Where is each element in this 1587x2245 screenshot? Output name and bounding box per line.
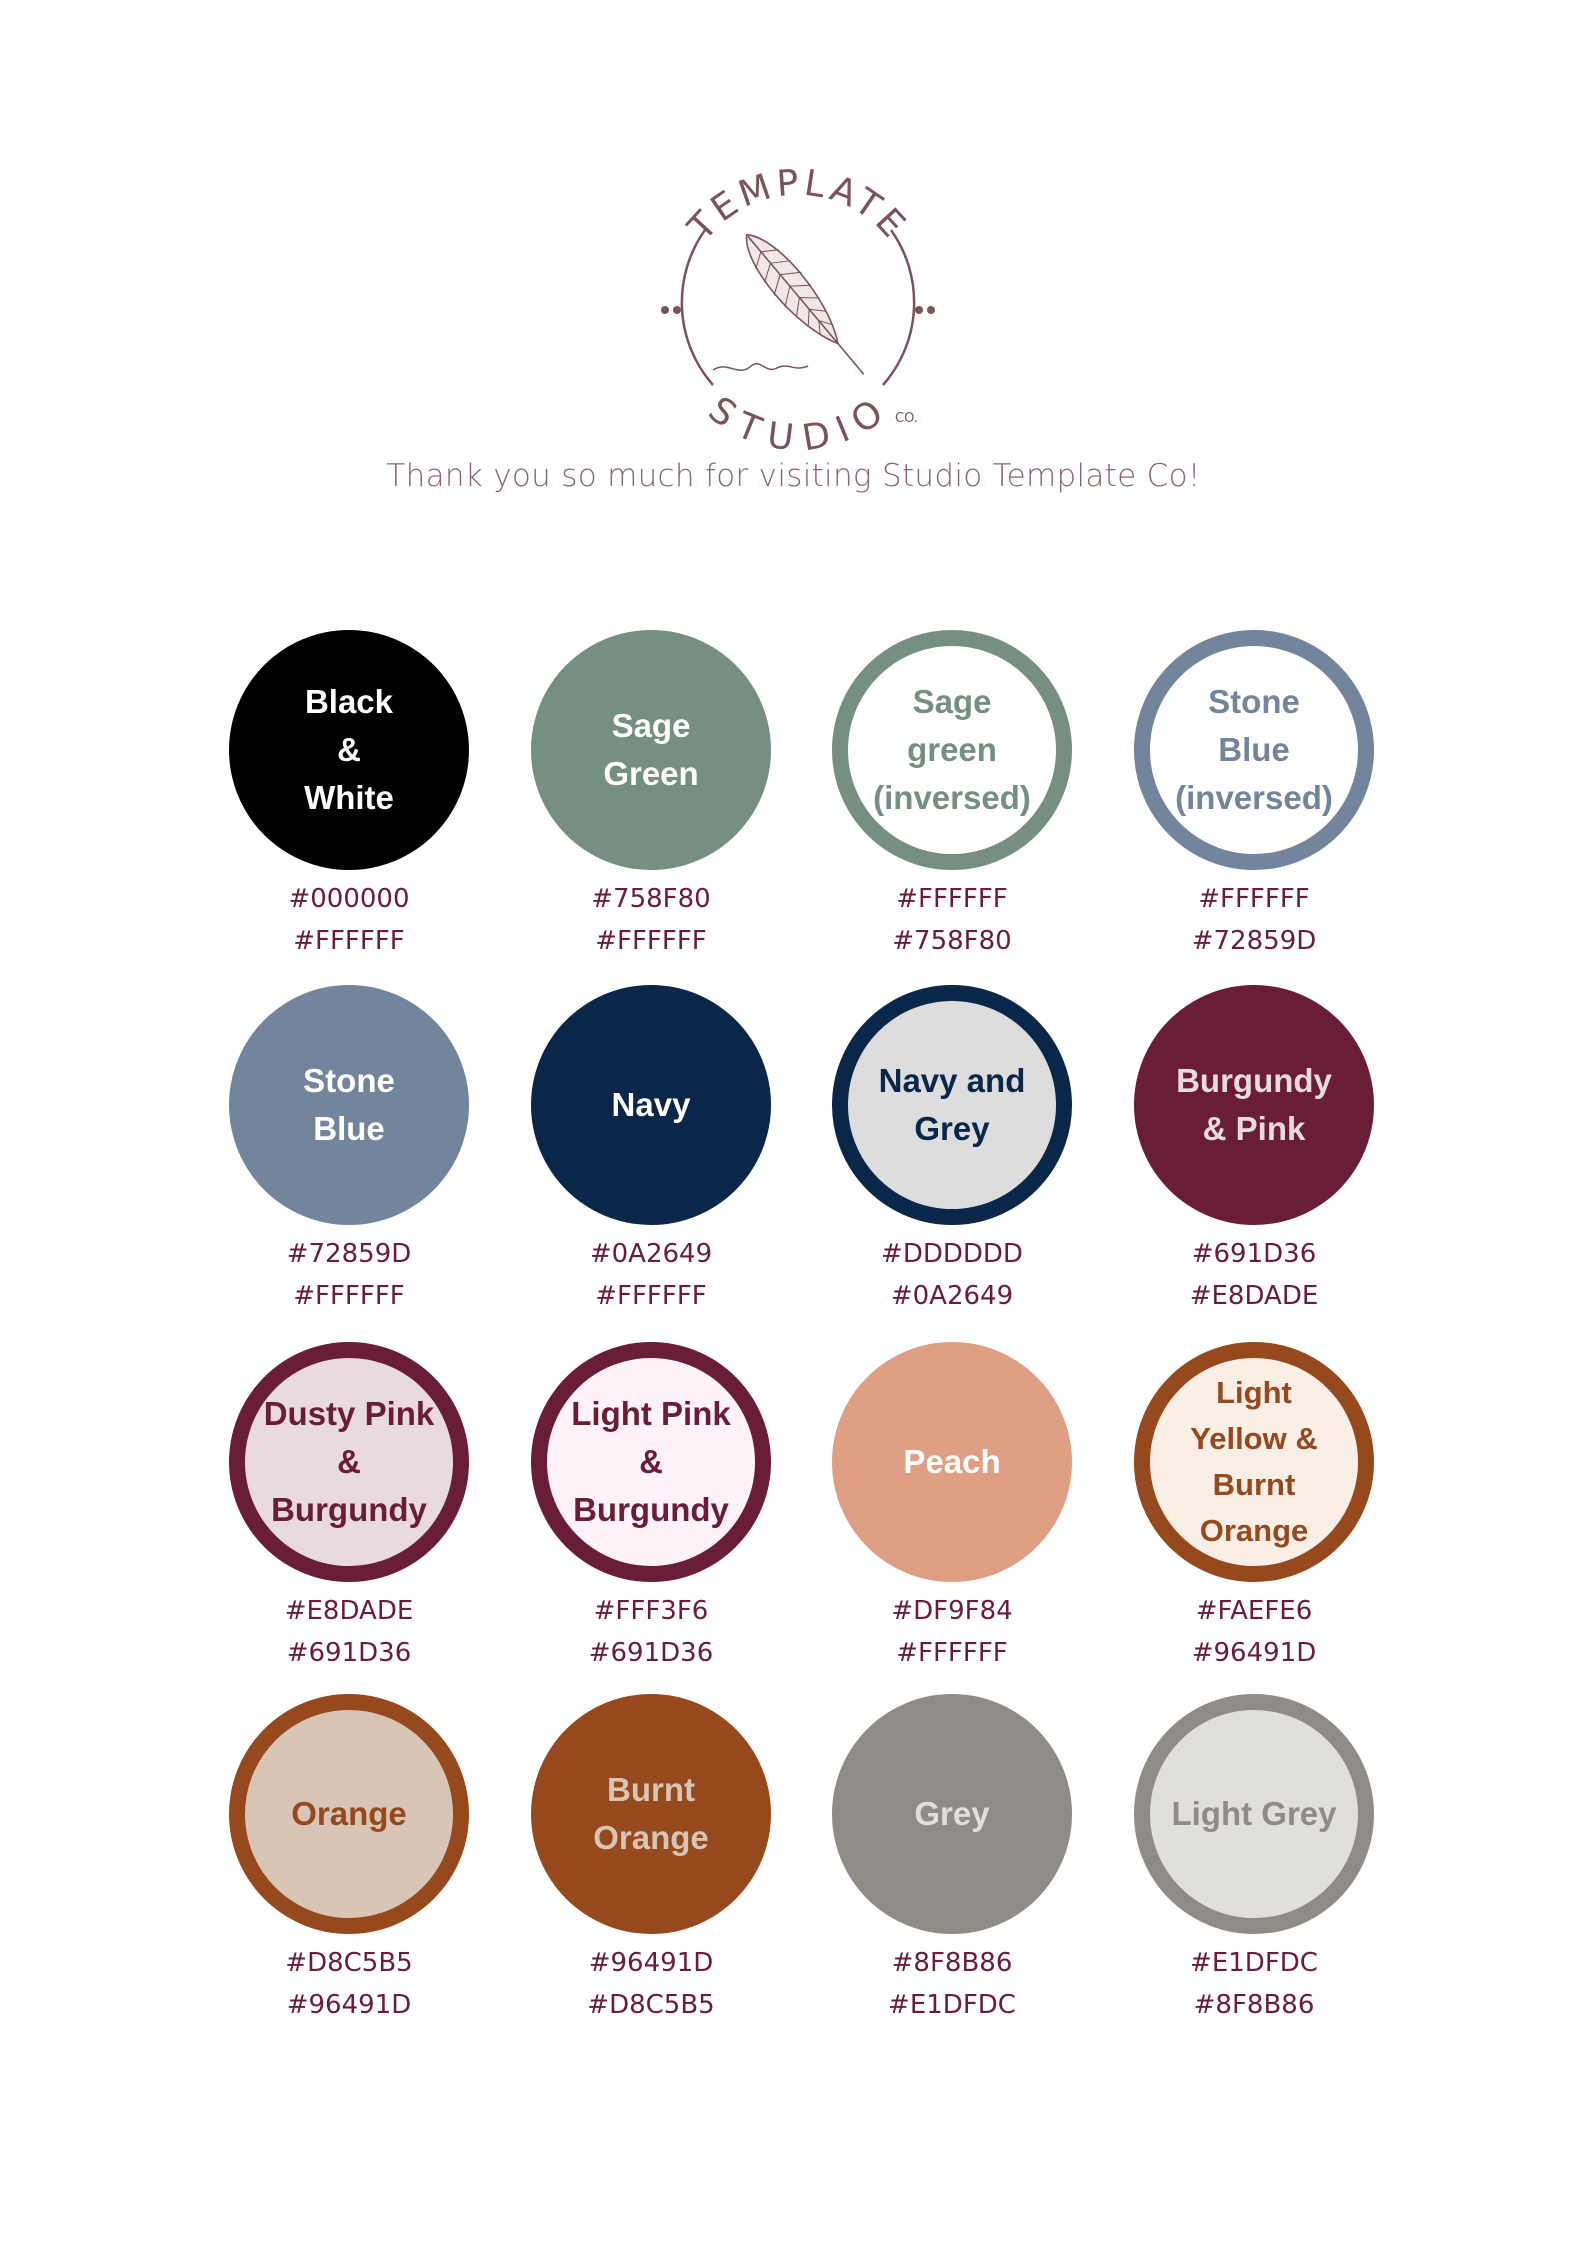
primary-hex-code: #D8C5B5: [285, 1948, 413, 1978]
primary-hex-code: #E1DFDC: [1190, 1948, 1318, 1978]
swatch-circle: Stone Blue: [229, 985, 469, 1225]
swatch-label: Stone Blue (inversed): [1175, 683, 1333, 816]
primary-hex-code: #FAEFE6: [1195, 1596, 1313, 1626]
secondary-hex-code: #FFFFFF: [896, 1638, 1008, 1668]
feather-quill-icon: [745, 234, 865, 375]
primary-hex-code: #96491D: [588, 1948, 714, 1978]
swatch-circle: Navy and Grey: [832, 985, 1072, 1225]
secondary-hex-code: #D8C5B5: [587, 1990, 715, 2020]
secondary-hex-code: #FFFFFF: [595, 926, 707, 956]
logo-ring-right: [882, 229, 916, 386]
secondary-hex-code: #FFFFFF: [595, 1281, 707, 1311]
primary-hex-code: #72859D: [286, 1239, 412, 1269]
color-swatch: Navy and Grey #DDDDDD #0A2649: [832, 985, 1072, 1315]
swatch-label: Peach: [903, 1443, 1001, 1480]
swatch-circle: Light Pink & Burgundy: [531, 1342, 771, 1582]
swatch-label: Black & White: [304, 683, 394, 816]
secondary-hex-code: #FFFFFF: [293, 926, 405, 956]
secondary-hex-code: #758F80: [892, 926, 1012, 956]
swatch-circle: Orange: [229, 1694, 469, 1934]
color-swatch: Light Grey #E1DFDC #8F8B86: [1134, 1694, 1374, 2024]
primary-hex-code: #FFFFFF: [1198, 884, 1310, 914]
secondary-hex-code: #96491D: [1191, 1638, 1317, 1668]
swatch-label: Navy: [611, 1086, 691, 1123]
color-swatch: Stone Blue #72859D #FFFFFF: [229, 985, 469, 1315]
color-swatch: Orange #D8C5B5 #96491D: [229, 1694, 469, 2024]
secondary-hex-code: #8F8B86: [1193, 1990, 1315, 2020]
secondary-hex-code: #96491D: [286, 1990, 412, 2020]
color-swatch: Sage green (inversed) #FFFFFF #758F80: [832, 630, 1072, 960]
primary-hex-code: #DF9F84: [891, 1596, 1013, 1626]
logo-ring-left: [680, 229, 714, 386]
primary-hex-code: #691D36: [1191, 1239, 1317, 1269]
swatch-circle: Grey: [832, 1694, 1072, 1934]
swatch-label: Sage Green: [603, 707, 699, 792]
color-swatch: Peach #DF9F84 #FFFFFF: [832, 1342, 1072, 1672]
secondary-hex-code: #E8DADE: [1189, 1281, 1319, 1311]
tagline: Thank you so much for visiting Studio Te…: [386, 458, 1201, 494]
logo-top-word: TEMPLATE: [680, 162, 915, 248]
logo-dot-right-2: [927, 306, 935, 314]
logo-bottom-word: STUDIO: [701, 389, 895, 450]
color-swatch: Navy #0A2649 #FFFFFF: [531, 985, 771, 1315]
primary-hex-code: #DDDDDD: [881, 1239, 1023, 1269]
swatch-label: Orange: [291, 1795, 407, 1832]
swatch-circle: Burgundy & Pink: [1134, 985, 1374, 1225]
primary-hex-code: #000000: [288, 884, 410, 914]
color-swatch: Light Pink & Burgundy #FFF3F6 #691D36: [531, 1342, 771, 1672]
primary-hex-code: #FFF3F6: [593, 1596, 709, 1626]
logo-dot-left: [661, 306, 669, 314]
color-swatch: Burnt Orange #96491D #D8C5B5: [531, 1694, 771, 2024]
color-swatch: Grey #8F8B86 #E1DFDC: [832, 1694, 1072, 2024]
swatch-label: Grey: [914, 1795, 990, 1832]
swatch-circle: Stone Blue (inversed): [1134, 630, 1374, 870]
primary-hex-code: #FFFFFF: [896, 884, 1008, 914]
swatch-label: Navy and Grey: [878, 1062, 1026, 1147]
secondary-hex-code: #72859D: [1191, 926, 1317, 956]
swatch-label: Light Grey: [1171, 1795, 1337, 1832]
swatch-circle: Dusty Pink & Burgundy: [229, 1342, 469, 1582]
primary-hex-code: #758F80: [591, 884, 711, 914]
swatch-circle: Sage Green: [531, 630, 771, 870]
secondary-hex-code: #691D36: [286, 1638, 412, 1668]
swatch-circle: Burnt Orange: [531, 1694, 771, 1934]
color-swatch: Burgundy & Pink #691D36 #E8DADE: [1134, 985, 1374, 1315]
swatch-circle: Peach: [832, 1342, 1072, 1582]
swatch-label: Light Pink & Burgundy: [571, 1395, 731, 1528]
swatch-circle: Light Yellow & Burnt Orange: [1134, 1342, 1374, 1582]
swatch-label: Sage green (inversed): [873, 683, 1031, 816]
swatch-label: Burnt Orange: [593, 1771, 709, 1856]
primary-hex-code: #E8DADE: [284, 1596, 414, 1626]
secondary-hex-code: #FFFFFF: [293, 1281, 405, 1311]
color-swatch: Sage Green #758F80 #FFFFFF: [531, 630, 771, 960]
secondary-hex-code: #691D36: [588, 1638, 714, 1668]
swatch-label: Burgundy & Pink: [1176, 1062, 1332, 1147]
logo-dot-right: [915, 306, 923, 314]
swatch-circle: Navy: [531, 985, 771, 1225]
color-swatch: Dusty Pink & Burgundy #E8DADE #691D36: [229, 1342, 469, 1672]
primary-hex-code: #0A2649: [589, 1239, 713, 1269]
color-swatch: Light Yellow & Burnt Orange #FAEFE6 #96491…: [1134, 1342, 1374, 1672]
swatch-circle: Black & White: [229, 630, 469, 870]
primary-hex-code: #8F8B86: [891, 1948, 1013, 1978]
ink-squiggle: [712, 363, 809, 372]
secondary-hex-code: #E1DFDC: [888, 1990, 1016, 2020]
logo-suffix: CO.: [895, 411, 918, 426]
color-swatch: Black & White #000000 #FFFFFF: [229, 630, 469, 960]
swatch-label: Light Yellow & Burnt Orange: [1190, 1375, 1318, 1548]
studio-template-logo: TEMPLATE STUDIO CO.: [661, 162, 935, 450]
swatch-label: Stone Blue: [303, 1062, 395, 1147]
swatch-circle: Sage green (inversed): [832, 630, 1072, 870]
swatch-circle: Light Grey: [1134, 1694, 1374, 1934]
secondary-hex-code: #0A2649: [890, 1281, 1014, 1311]
swatch-label: Dusty Pink & Burgundy: [263, 1395, 435, 1528]
logo-dot-left-2: [673, 306, 681, 314]
color-swatch: Stone Blue (inversed) #FFFFFF #72859D: [1134, 630, 1374, 960]
